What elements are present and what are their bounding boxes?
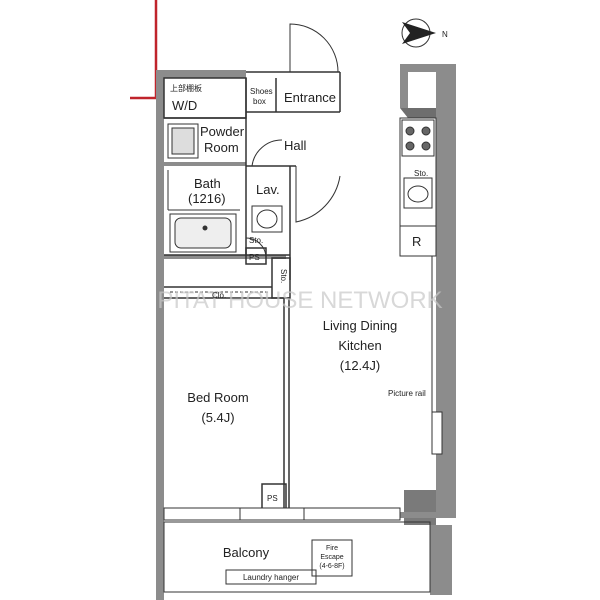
powder-label-2: Room	[204, 140, 239, 155]
fire-escape-label-3: (4-6-8F)	[319, 563, 344, 570]
toilet-icon	[167, 123, 199, 159]
ldk-label-2: Kitchen	[338, 338, 381, 353]
ldk-label-3: (12.4J)	[340, 358, 380, 373]
partitions	[163, 71, 341, 513]
ldk-window	[431, 411, 443, 455]
powder-label-1: Powder	[200, 124, 245, 139]
ldk-label-1: Living Dining	[323, 318, 397, 333]
bath-label-1: Bath	[194, 176, 221, 191]
entrance-label: Entrance	[284, 90, 336, 105]
balcony-area	[163, 521, 431, 593]
north-arrow-icon: N	[401, 18, 448, 48]
sto-kitchen-label: Sto.	[414, 169, 428, 178]
shoes-label-1: Shoes	[250, 87, 273, 96]
fire-escape-label-2: Escape	[320, 554, 343, 561]
washbasin-icon	[251, 205, 283, 233]
wd-upper-label: 上部棚板	[170, 83, 202, 93]
picture-rail-label: Picture rail	[388, 389, 426, 398]
kitchen-counter	[399, 117, 437, 257]
clo-label: Clo.	[212, 291, 226, 300]
fire-escape-label-1: Fire	[326, 545, 338, 552]
balcony-label: Balcony	[223, 545, 270, 560]
compass-north-label: N	[442, 30, 448, 39]
lav-label: Lav.	[256, 182, 280, 197]
bath-label-2: (1216)	[188, 191, 226, 206]
sto-lav-label: Sto.	[249, 236, 263, 245]
shoes-label-2: box	[253, 97, 266, 106]
bed-label-1: Bed Room	[187, 390, 248, 405]
fridge-label: R	[412, 234, 421, 249]
boundary-line	[130, 0, 158, 100]
wd-label: W/D	[172, 98, 197, 113]
watermark: PITAT HOUSE NETWORK	[157, 287, 442, 314]
laundry-label: Laundry hanger	[243, 573, 299, 582]
bathtub-icon	[169, 213, 237, 253]
ps-bottom-label: PS	[267, 494, 278, 503]
bed-label-2: (5.4J)	[201, 410, 234, 425]
doors	[245, 23, 341, 259]
balcony-windows	[163, 507, 401, 521]
sto-hall-label: Sto.	[279, 269, 288, 283]
ps-top-label: PS	[249, 253, 260, 262]
hall-label: Hall	[284, 138, 307, 153]
